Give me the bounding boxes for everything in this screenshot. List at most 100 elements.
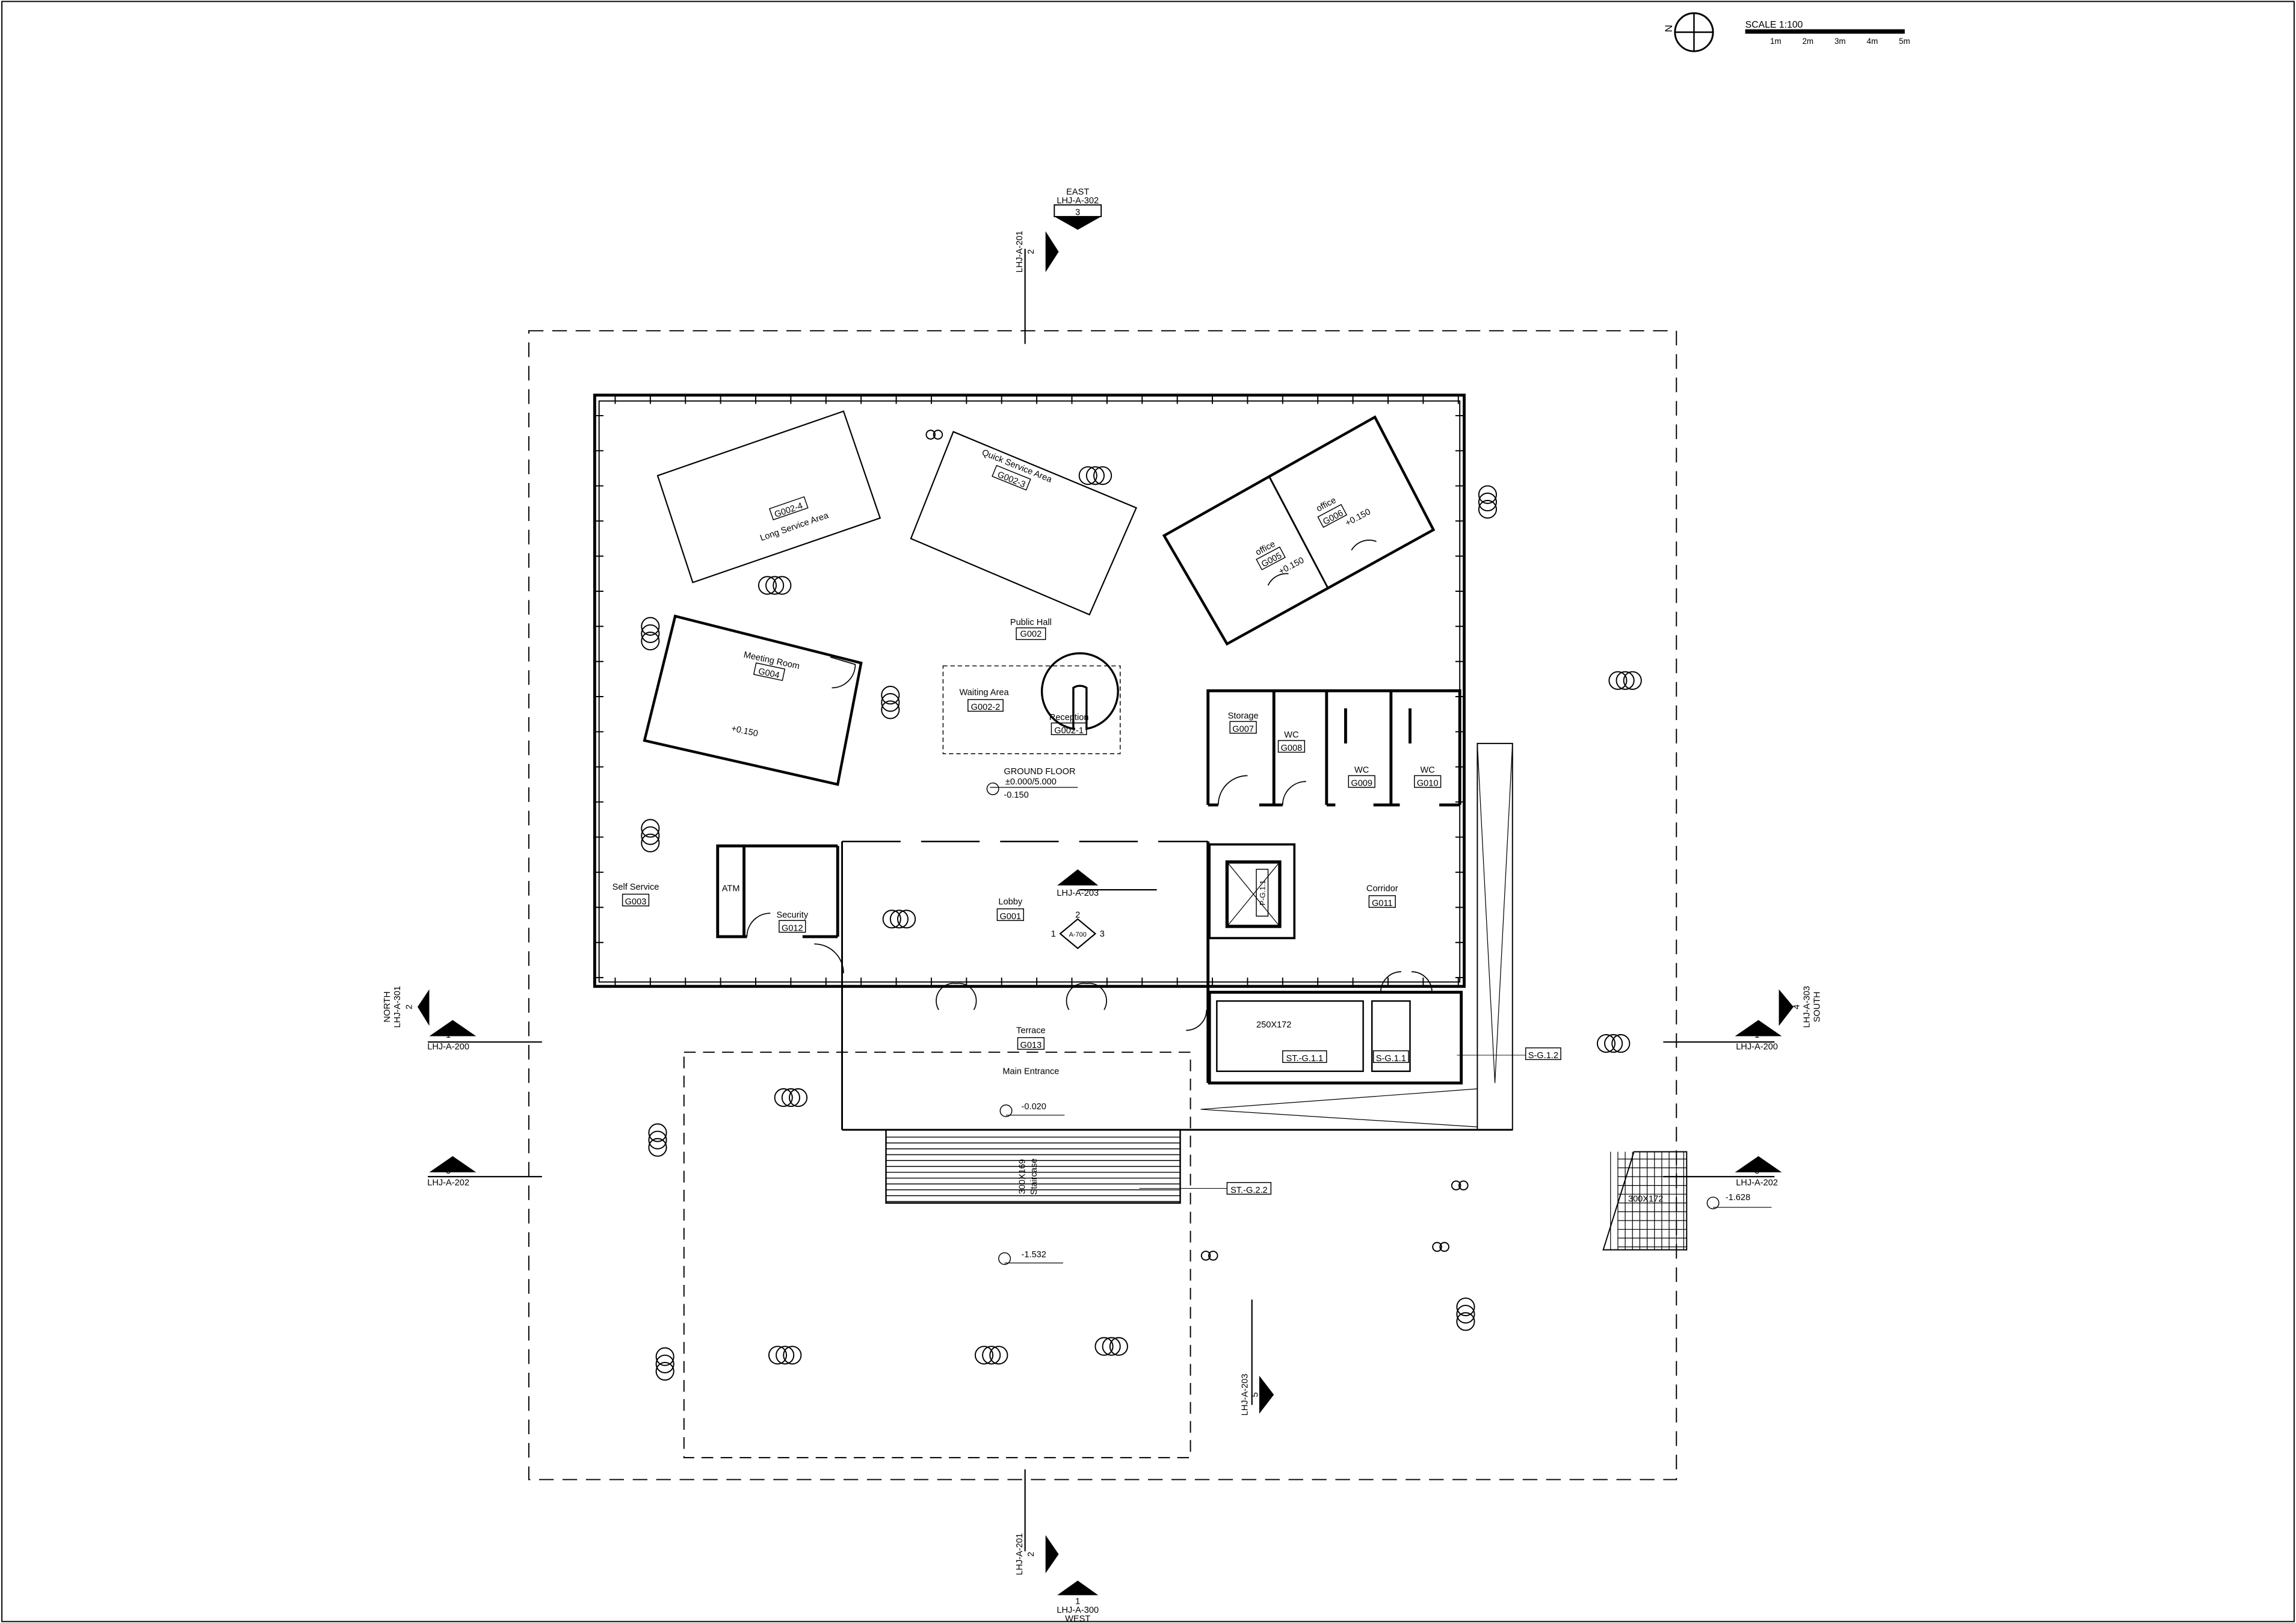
svg-text:G011: G011 (1372, 899, 1393, 908)
lift-core (1208, 843, 1296, 940)
svg-text:Lobby: Lobby (998, 897, 1022, 907)
tag-s-g12: S-G.1.2 (1457, 1047, 1561, 1061)
svg-text:+0.150: +0.150 (730, 724, 759, 739)
level-plaza: -1.532 (998, 1250, 1063, 1265)
tree-symbol (925, 430, 943, 440)
level-ramp: -1.628 (1706, 1193, 1772, 1210)
svg-text:2: 2 (1075, 910, 1080, 920)
svg-text:G006: G006 (1321, 508, 1345, 527)
svg-text:-1.628: -1.628 (1726, 1193, 1750, 1203)
section-lines (428, 248, 1775, 1551)
tree-symbol (974, 1346, 1008, 1365)
section-left-200-num: 1 (446, 1030, 451, 1040)
tree-symbol (655, 1347, 674, 1381)
svg-text:S-G.1.1: S-G.1.1 (1376, 1054, 1406, 1064)
section-east-title: EAST (1066, 188, 1089, 197)
svg-text:-0.020: -0.020 (1022, 1102, 1046, 1112)
meeting-room-outline (643, 614, 863, 786)
room-terrace: Terrace G013 (1016, 1026, 1046, 1050)
svg-text:G013: G013 (1020, 1041, 1042, 1050)
section-left-202-num: 3 (446, 1166, 451, 1176)
waiting-area-outline (942, 665, 1121, 754)
section-203-ref: LHJ-A-203 (1057, 888, 1099, 898)
svg-text:Corridor: Corridor (1366, 884, 1398, 894)
north-arrow: N (1663, 12, 1714, 52)
room-atm: ATM (722, 884, 740, 894)
room-security: Security G012 (776, 910, 808, 933)
scale-tick-5: 5m (1899, 37, 1910, 46)
svg-text:GROUND FLOOR: GROUND FLOOR (1004, 767, 1075, 777)
tree-symbol (1478, 485, 1497, 519)
svg-text:WC: WC (1354, 766, 1369, 775)
svg-text:ST.-G.2.2: ST.-G.2.2 (1230, 1186, 1268, 1195)
section-west-num: 1 (1075, 1597, 1080, 1606)
svg-text:3: 3 (1100, 929, 1105, 939)
quick-service-area-outline (910, 431, 1137, 616)
tree-symbol (648, 1123, 667, 1157)
svg-text:G002-1: G002-1 (1054, 726, 1084, 736)
tree-symbol (1432, 1242, 1449, 1252)
level-entrance: -0.020 (999, 1102, 1065, 1117)
room-self-service: Self Service G003 (613, 882, 659, 907)
svg-text:G002: G002 (1020, 629, 1042, 639)
long-service-area-outline (656, 410, 881, 584)
tag-st-g11: ST.-G.1.1 (1282, 1050, 1327, 1064)
lobby-doors (936, 982, 1107, 1011)
section-north-num: 2 (404, 1005, 414, 1009)
svg-text:S-G.1.2: S-G.1.2 (1528, 1051, 1558, 1061)
section-bottom-201-ref: LHJ-A-201 (1015, 1533, 1025, 1575)
section-south-num: 4 (1792, 1005, 1802, 1009)
room-storage: Storage G007 (1228, 712, 1259, 735)
section-left-202-ref: LHJ-A-202 (427, 1178, 469, 1188)
svg-text:G008: G008 (1281, 744, 1303, 753)
room-long-service: G002-4 Long Service Area (759, 496, 830, 543)
tree-symbol (1451, 1180, 1469, 1190)
svg-text:Storage: Storage (1228, 712, 1259, 721)
section-right-202-ref: LHJ-A-202 (1736, 1178, 1778, 1188)
security-walls (716, 844, 839, 938)
inner-stair (1216, 1000, 1364, 1073)
section-right-202-num: 3 (1754, 1166, 1759, 1176)
tree-symbol (1596, 1034, 1631, 1053)
svg-text:G004: G004 (758, 667, 780, 680)
scale-tick-1: 1m (1770, 37, 1782, 46)
section-bottom-201-num: 2 (1026, 1552, 1036, 1557)
offices-outline (1162, 415, 1436, 646)
section-left-200-ref: LHJ-A-200 (427, 1042, 469, 1052)
svg-text:G002-2: G002-2 (971, 703, 1001, 712)
stair-core (1208, 991, 1463, 1085)
section-north-ref: LHJ-A-301 (393, 986, 403, 1028)
svg-text:WC: WC (1421, 766, 1435, 775)
scale-tick-4: 4m (1867, 37, 1878, 46)
section-bottom-203-num: 5 (1250, 1392, 1260, 1397)
tree-symbol (1094, 1337, 1128, 1356)
tree-symbol (768, 1346, 802, 1365)
svg-text:G003: G003 (625, 897, 647, 907)
section-east-num: 3 (1075, 208, 1080, 218)
section-top-201-ref: LHJ-A-201 (1015, 231, 1025, 273)
lobby-callout-marker: 2 1 3 A-700 (1051, 910, 1105, 949)
room-meeting: Meeting Room G004 +0.150 (730, 650, 801, 739)
tree-symbol (641, 617, 660, 651)
tag-s-g11: S-G.1.1 (1372, 1050, 1409, 1064)
svg-text:WC: WC (1284, 730, 1298, 740)
svg-text:G001: G001 (999, 912, 1021, 922)
svg-text:Self Service: Self Service (613, 882, 659, 892)
section-north-title: NORTH (383, 991, 392, 1023)
stair-inner-dim: 250X172 (1256, 1020, 1291, 1030)
room-lobby: Lobby G001 (996, 897, 1024, 922)
svg-text:G010: G010 (1417, 778, 1439, 788)
svg-text:P-G.1.1: P-G.1.1 (1259, 880, 1267, 905)
section-west-title: WEST (1065, 1615, 1090, 1623)
section-west-ref: LHJ-A-300 (1057, 1606, 1099, 1615)
tree-symbols (641, 430, 1642, 1381)
staircase-label: Staircase (1029, 1159, 1039, 1195)
svg-text:ST.-G.1.1: ST.-G.1.1 (1286, 1054, 1324, 1064)
section-top-201-num: 2 (1026, 249, 1036, 254)
east-ramp (1477, 742, 1513, 1131)
tree-symbol (758, 576, 792, 595)
wc-block-walls (1206, 689, 1461, 807)
section-markers (418, 204, 1794, 1595)
site-boundary (528, 330, 1677, 1480)
